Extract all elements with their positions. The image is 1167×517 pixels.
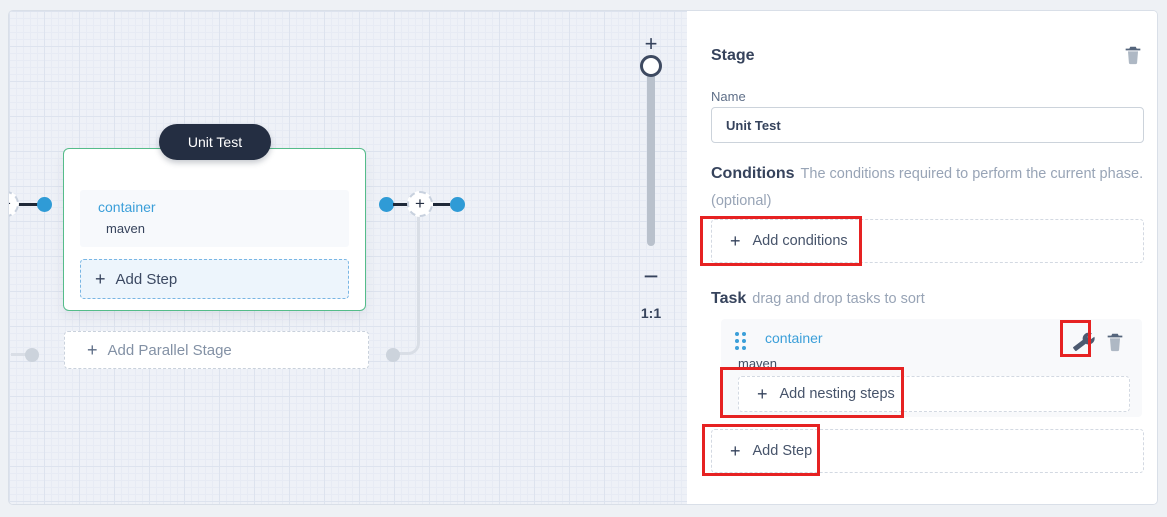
step-name-label: container: [98, 199, 156, 215]
add-conditions-button[interactable]: + Add conditions: [711, 219, 1144, 263]
add-parallel-stage-label: Add Parallel Stage: [107, 341, 232, 359]
stage-name-input[interactable]: [711, 107, 1144, 143]
task-description: drag and drop tasks to sort: [752, 291, 925, 307]
trash-icon: [1125, 46, 1141, 65]
zoom-ratio-label: 1:1: [640, 305, 662, 321]
task-section-header: Task drag and drop tasks to sort: [711, 285, 1149, 313]
add-parallel-stage-button[interactable]: + Add Parallel Stage: [64, 331, 369, 369]
plus-icon: +: [87, 340, 98, 360]
delete-task-button[interactable]: [1104, 331, 1126, 353]
add-nesting-steps-button[interactable]: + Add nesting steps: [738, 376, 1130, 412]
left-edge-add-stage-icon[interactable]: +: [9, 191, 19, 217]
stage-step-item[interactable]: container maven: [80, 190, 349, 247]
plus-icon: +: [757, 384, 768, 404]
add-conditions-label: Add conditions: [752, 233, 848, 249]
connector-line: [433, 203, 450, 206]
connector-dot: [379, 197, 394, 212]
zoom-in-button[interactable]: +: [644, 31, 658, 56]
trash-icon: [1107, 333, 1123, 352]
name-field-label: Name: [711, 89, 746, 104]
connector-dot: [37, 197, 52, 212]
add-nesting-steps-label: Add nesting steps: [779, 386, 895, 402]
parallel-connector-dot: [25, 348, 39, 362]
delete-stage-button[interactable]: [1122, 44, 1144, 66]
parallel-connector-line: [393, 214, 420, 355]
canvas-add-step-label: Add Step: [115, 270, 178, 288]
pipeline-canvas[interactable]: + Unit Test container maven + Add Step +: [9, 11, 687, 504]
parallel-connector-line: [11, 353, 26, 356]
plus-icon: +: [730, 441, 741, 461]
zoom-slider-knob[interactable]: [640, 55, 662, 77]
stage-node-card[interactable]: container maven + Add Step: [63, 148, 366, 311]
conditions-title: Conditions: [711, 165, 795, 182]
task-sub-label: maven: [738, 356, 778, 371]
zoom-out-button[interactable]: −: [643, 261, 659, 291]
task-title: Task: [711, 290, 747, 307]
conditions-description: The conditions required to perform the c…: [711, 166, 1144, 209]
pipeline-editor: + Unit Test container maven + Add Step +: [8, 10, 1158, 505]
panel-add-step-button[interactable]: + Add Step: [711, 429, 1144, 473]
stage-node-title[interactable]: Unit Test: [159, 124, 271, 160]
canvas-add-step-button[interactable]: + Add Step: [80, 259, 349, 299]
wrench-icon: [1073, 332, 1095, 352]
connector-line: [393, 203, 408, 206]
plus-icon: +: [9, 194, 11, 214]
edit-task-button[interactable]: [1073, 331, 1095, 353]
task-card[interactable]: container maven + Add nesting steps: [721, 319, 1142, 417]
parallel-connector-dot: [386, 348, 400, 362]
zoom-slider-track[interactable]: [647, 66, 655, 246]
task-name-link[interactable]: container: [765, 330, 823, 346]
plus-icon: +: [415, 194, 425, 213]
step-sub-label: maven: [106, 221, 146, 236]
add-stage-icon[interactable]: +: [407, 191, 433, 217]
plus-icon: +: [95, 269, 106, 289]
connector-line: [15, 203, 38, 206]
drag-handle-icon[interactable]: [735, 332, 746, 350]
plus-icon: +: [730, 231, 741, 251]
connector-dot: [450, 197, 465, 212]
panel-add-step-label: Add Step: [752, 443, 813, 459]
panel-title: Stage: [711, 47, 755, 64]
